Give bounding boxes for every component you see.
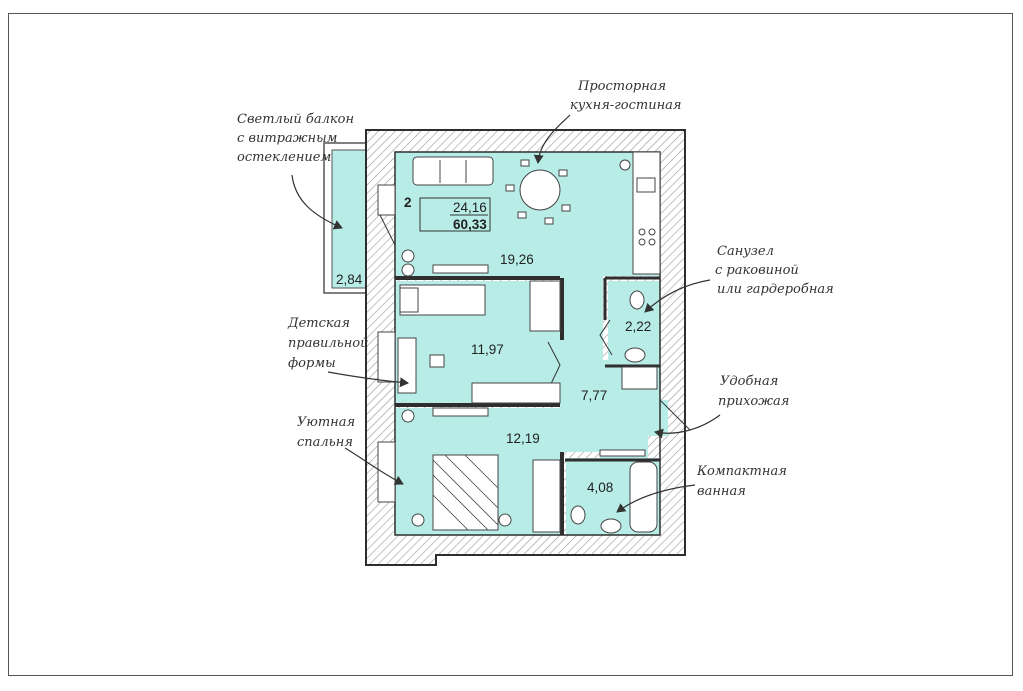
bed-icon — [399, 284, 499, 531]
note-balcony-2: с витражным — [237, 131, 337, 146]
note-kitchen-1: Просторная — [577, 79, 666, 94]
note-bath-1: Компактная — [696, 464, 787, 479]
living-area: 24,16 — [453, 200, 487, 215]
arrow-icon — [616, 484, 696, 513]
arrow-icon — [327, 371, 409, 388]
note-wc-1: Санузел — [717, 244, 774, 259]
note-kids-3: формы — [288, 356, 336, 371]
plant-icon — [401, 249, 512, 527]
area-balcony: 2,84 — [336, 272, 363, 287]
area-wc: 2,22 — [625, 319, 651, 334]
area-kids: 11,97 — [471, 342, 504, 357]
note-bedroom-2: спальня — [297, 435, 353, 450]
kitchen-room — [395, 152, 668, 463]
note-kids-1: Детская — [287, 316, 350, 331]
note-kitchen-2: кухня-гостиная — [570, 98, 682, 113]
note-wc-2: с раковиной — [715, 263, 799, 278]
arrow-icon — [654, 414, 721, 439]
note-bedroom-1: Уютная — [297, 415, 355, 430]
door-icon — [379, 214, 691, 431]
rooms-count: 2 — [404, 195, 412, 210]
sofa-icon — [412, 156, 494, 186]
note-kids-2: правильной — [288, 336, 369, 351]
arrow-icon — [644, 279, 711, 313]
dining-table-icon — [505, 159, 571, 225]
arrow-icon — [533, 114, 571, 164]
area-hall: 7,77 — [581, 388, 607, 403]
total-area: 60,33 — [453, 217, 487, 232]
stove-icon — [619, 151, 661, 275]
note-hall-2: прихожая — [718, 394, 789, 409]
arrow-icon — [344, 447, 404, 485]
note-bath-2: ванная — [697, 484, 746, 499]
note-balcony-1: Светлый балкон — [237, 112, 354, 127]
toilet-icon — [570, 290, 645, 525]
note-hall-1: Удобная — [720, 374, 778, 389]
note-wc-3: или гардеробная — [717, 282, 834, 297]
note-balcony-3: остеклением — [237, 150, 331, 165]
page-frame — [8, 13, 1013, 676]
windows — [377, 184, 396, 503]
annotations: Просторная кухня-гостиная Светлый балкон… — [237, 79, 834, 513]
area-labels: 2,84 2 24,16 60,33 19,26 11,97 12,19 7,7… — [336, 195, 651, 495]
area-bath: 4,08 — [587, 480, 613, 495]
area-kitchen: 19,26 — [500, 252, 534, 267]
balcony — [323, 142, 370, 294]
arrow-icon — [291, 174, 343, 230]
wardrobe-icon — [432, 264, 658, 533]
washbasin-icon — [600, 347, 646, 534]
area-bedroom: 12,19 — [506, 431, 540, 446]
